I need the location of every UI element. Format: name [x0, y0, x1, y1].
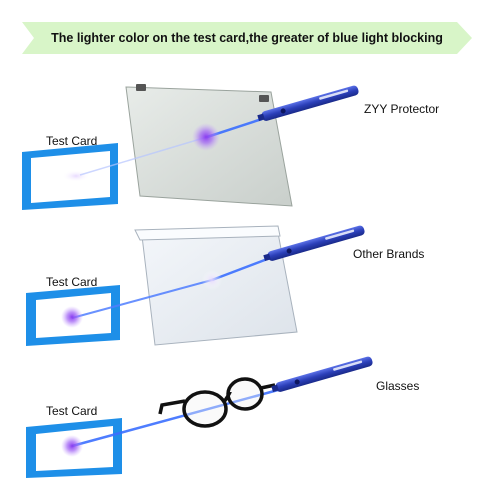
- glasses: [158, 377, 276, 428]
- card-spot-faint: [62, 170, 90, 182]
- laser-beam-front: [211, 256, 271, 282]
- laser-pen: [257, 85, 359, 121]
- card-label-row2: Test Card: [46, 275, 98, 289]
- laser-beam: [71, 388, 279, 448]
- banner-text: The lighter color on the test card,the g…: [51, 31, 443, 45]
- glasses-temple-left: [158, 399, 186, 415]
- device-label-other: Other Brands: [353, 247, 425, 261]
- laser-pen: [263, 225, 365, 261]
- laser-beam-rear: [71, 279, 213, 319]
- panel-violet-spot: [202, 270, 222, 290]
- card-label-row3: Test Card: [46, 404, 98, 418]
- card-label-row1: Test Card: [46, 134, 98, 148]
- panel-clip-left: [136, 84, 146, 91]
- panel-violet-spot: [192, 123, 220, 151]
- header-banner: The lighter color on the test card,the g…: [22, 22, 472, 54]
- card-violet-spot: [61, 306, 83, 328]
- device-label-glasses: Glasses: [376, 379, 420, 393]
- glasses-bridge: [222, 391, 232, 403]
- banner-shape: [22, 22, 472, 54]
- glasses-lens-left: [182, 390, 228, 428]
- device-label-zyy: ZYY Protector: [364, 102, 440, 116]
- panel-clip-right: [259, 95, 269, 102]
- card-violet-spot: [61, 435, 83, 457]
- other-brands-panel: [141, 232, 298, 346]
- row-other-brands: [26, 225, 365, 346]
- panel-top-lip: [134, 225, 281, 241]
- laser-pen: [271, 356, 373, 392]
- glasses-temple-right: [260, 383, 276, 390]
- row-glasses: [26, 356, 373, 478]
- row-zyy-protector: [22, 84, 359, 210]
- glasses-lens-right: [226, 377, 264, 411]
- laser-beam-rear: [79, 136, 208, 176]
